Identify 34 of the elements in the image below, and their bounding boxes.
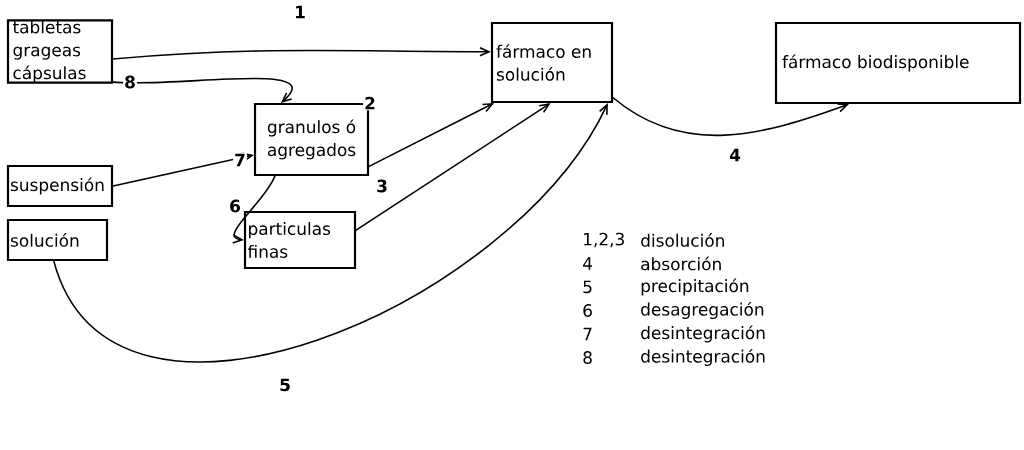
- key-term: desagregación: [641, 301, 764, 319]
- arrow: [112, 46, 491, 60]
- arrow: [53, 103, 608, 363]
- process-box: particulas finas: [243, 210, 357, 270]
- key-term: precipitación: [641, 278, 749, 296]
- arrow: [231, 175, 276, 244]
- key-term: desintegración: [641, 325, 765, 343]
- key-number: 1,2,3: [584, 232, 624, 248]
- key-number: 4: [583, 257, 593, 270]
- edge-label: 3: [375, 178, 389, 194]
- key-number: 6: [583, 304, 592, 317]
- key-number: 8: [583, 351, 592, 364]
- arrow: [112, 77, 293, 103]
- edge-label: 7: [233, 152, 247, 168]
- arrow: [368, 103, 494, 168]
- edge-label: 2: [363, 95, 377, 111]
- edge-label: 6: [228, 198, 242, 214]
- process-box: tabletas grageas cápsulas: [6, 19, 114, 84]
- edge-label: 1: [293, 4, 307, 20]
- key-term: absorción: [641, 256, 721, 271]
- process-box: fármaco biodisponible: [774, 21, 1022, 105]
- arrow: [112, 152, 254, 187]
- key-term: disolución: [641, 233, 724, 247]
- process-box: fármaco en solución: [490, 21, 614, 104]
- arrow: [612, 96, 850, 136]
- edge-label: 4: [728, 147, 742, 163]
- process-box: solución: [6, 218, 109, 262]
- key-term: desintegración: [641, 348, 765, 366]
- key-number: 5: [583, 280, 592, 294]
- arrow: [355, 103, 551, 231]
- key-number: 7: [583, 327, 592, 341]
- edge-label: 8: [123, 74, 137, 90]
- edge-label: 5: [278, 377, 292, 393]
- process-box: suspensión: [6, 164, 114, 208]
